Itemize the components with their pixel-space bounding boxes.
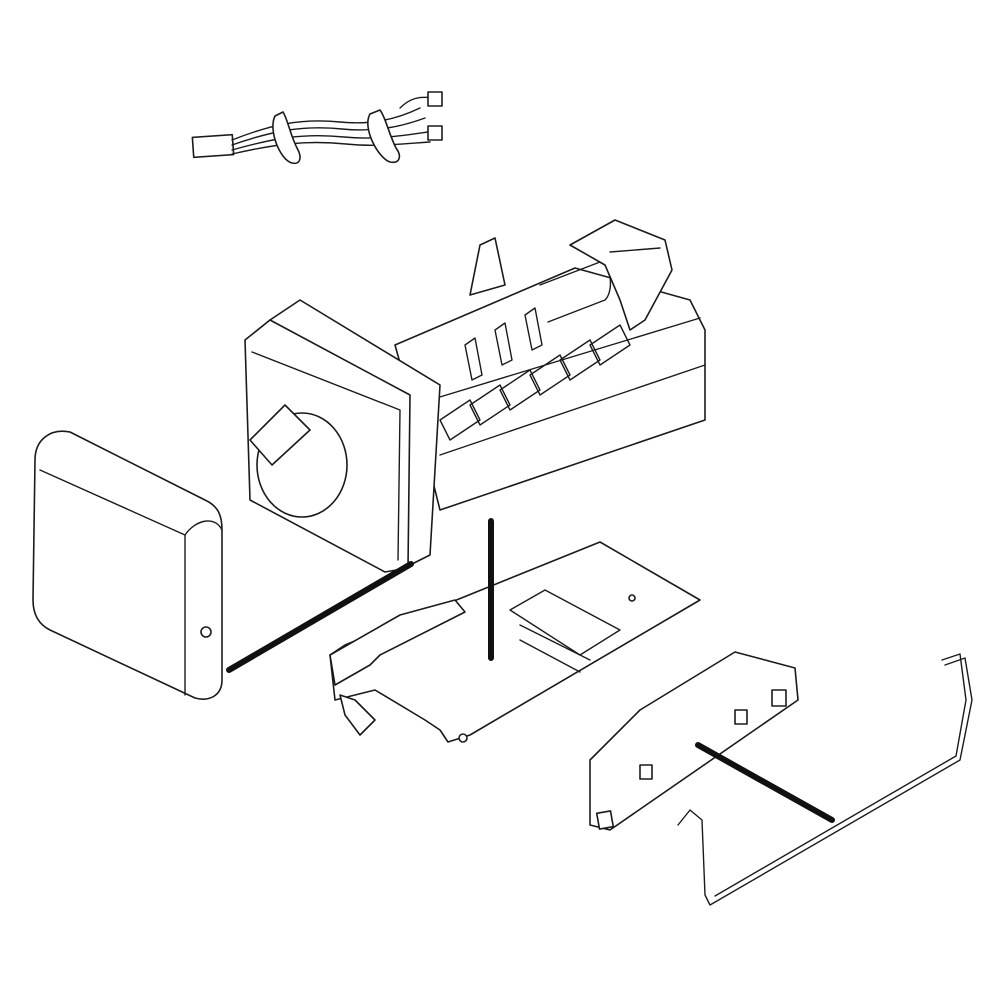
leader-line-bail (695, 742, 835, 823)
ejector-fins (439, 307, 631, 441)
mounting-plate (329, 541, 701, 743)
bail-arm-bracket (589, 651, 799, 831)
motor-cover (32, 430, 223, 700)
ice-maker-assembly (244, 219, 706, 573)
leader-line-cover (226, 561, 414, 673)
ice-level-bail-arm (677, 653, 973, 906)
wire-harness (191, 91, 443, 165)
